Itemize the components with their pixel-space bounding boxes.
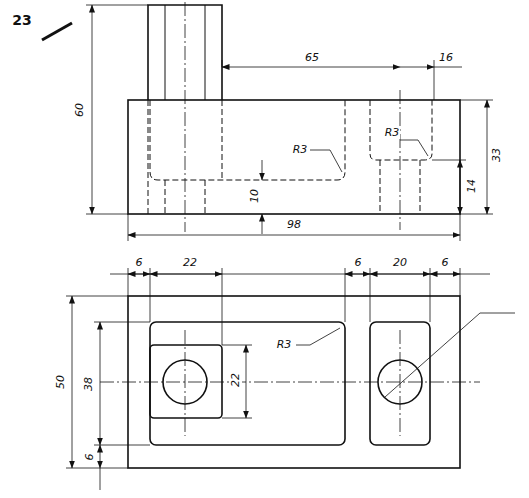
dimension-label: 65 xyxy=(304,52,320,64)
dimension-label: 22 xyxy=(182,257,198,269)
dimension-label: 6 xyxy=(354,257,363,269)
dimension-label: R3 xyxy=(292,144,309,156)
dimension-label: 6 xyxy=(441,257,450,269)
dimension-label: 33 xyxy=(491,147,503,163)
figure-number: 23 xyxy=(11,14,32,26)
dimension-label: 10 xyxy=(249,188,261,204)
dimension-label: R3 xyxy=(384,127,401,139)
dimension-label: 14 xyxy=(466,178,478,194)
dimension-label: 98 xyxy=(286,219,302,231)
dimension-label: 38 xyxy=(83,376,95,392)
dimension-label: R3 xyxy=(276,339,293,351)
dimension-label: 60 xyxy=(74,102,86,118)
dimension-label: 50 xyxy=(55,374,67,390)
dimension-label: 16 xyxy=(438,52,454,64)
dimension-label: 22 xyxy=(230,372,242,388)
dimension-label: 20 xyxy=(392,257,408,269)
dimension-label: 6 xyxy=(135,257,144,269)
dimension-label: 6 xyxy=(83,453,95,462)
